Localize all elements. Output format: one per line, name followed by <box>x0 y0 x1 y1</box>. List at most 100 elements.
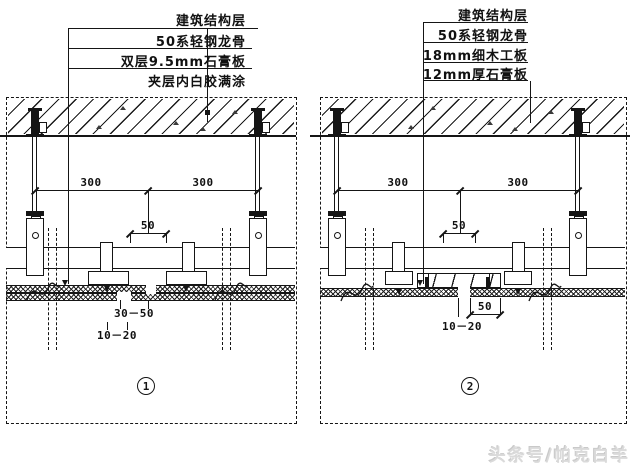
concrete-mark <box>232 110 238 114</box>
concrete-mark <box>173 121 179 125</box>
dim-label-300-left: 300 <box>387 176 409 189</box>
callout-structure-layer: 建筑结构层 <box>457 9 528 24</box>
anchor-hook <box>341 122 349 133</box>
screw-mark <box>515 289 521 295</box>
callout-white-glue: 夹层内白胶满涂 <box>147 75 246 90</box>
break-line-squiggle <box>214 282 248 301</box>
dashed-centerline <box>222 228 223 350</box>
anchor-cap <box>571 108 585 111</box>
anchor-cap <box>28 108 42 111</box>
callout-underline <box>68 68 252 70</box>
extension-line <box>127 322 129 330</box>
structure-leader-line <box>207 29 209 122</box>
furring-channel-foot <box>504 271 532 285</box>
extension-line <box>475 233 477 243</box>
concrete-mark <box>120 106 126 110</box>
screw-mark <box>396 289 402 295</box>
break-line-squiggle <box>26 282 60 301</box>
concrete-mark <box>548 110 554 114</box>
hanger-bracket <box>569 218 587 276</box>
hanger-bracket <box>26 218 44 276</box>
dim-label-300-left: 300 <box>80 176 102 189</box>
callout-steel-keel: 50系轻钢龙骨 <box>155 35 246 50</box>
hanger-assembly <box>23 106 47 278</box>
dashed-centerline <box>365 228 366 350</box>
dim-label-10-20: 10－20 <box>97 329 137 342</box>
dimension-line-50 <box>130 233 166 235</box>
extension-line <box>166 233 168 243</box>
slab-soffit-line <box>310 134 630 137</box>
furring-channel-stem <box>392 242 405 273</box>
slab-soffit-line <box>0 134 296 137</box>
dashed-centerline <box>373 228 374 350</box>
callout-underline <box>68 28 258 30</box>
structure-leader-line <box>530 81 532 123</box>
leader-arrow <box>62 280 68 286</box>
dim-label-300-right: 300 <box>192 176 214 189</box>
callout-gypsum-board: 双层9.5mm石膏板 <box>120 55 246 70</box>
anchor-washer <box>26 133 44 136</box>
hanger-bracket <box>249 218 267 276</box>
expansion-anchor <box>574 110 582 134</box>
hanger-rod <box>255 136 260 213</box>
break-line-squiggle <box>528 283 562 302</box>
callout-underline <box>68 48 252 50</box>
gypsum-face-layer <box>320 288 625 297</box>
callout-gypsum-board: 12mm厚石膏板 <box>422 68 528 83</box>
expansion-anchor <box>31 110 39 134</box>
anchor-hook <box>39 122 47 133</box>
bracket-hole <box>333 232 341 239</box>
callout-blockboard: 18mm细木工板 <box>422 49 528 64</box>
dim-label-50: 50 <box>451 219 467 232</box>
dashed-centerline <box>48 228 49 350</box>
extension-line <box>458 298 460 317</box>
extension-line <box>130 233 132 243</box>
break-line-squiggle <box>340 283 374 302</box>
concrete-mark <box>200 127 206 131</box>
hanger-assembly <box>246 106 270 278</box>
anchor-hook <box>262 122 270 133</box>
adjusting-nut <box>26 211 44 216</box>
dim-label-50-offset: 50 <box>477 300 493 313</box>
adjusting-nut <box>249 211 267 216</box>
adjusting-nut <box>569 211 587 216</box>
concrete-slab-hatch <box>8 99 294 134</box>
dimension-line-50 <box>443 233 475 235</box>
anchor-cap <box>251 108 265 111</box>
furring-channel-foot <box>385 271 413 285</box>
anchor-cap <box>330 108 344 111</box>
callout-steel-keel: 50系轻钢龙骨 <box>437 29 528 44</box>
leader-dot <box>204 110 210 115</box>
concrete-mark <box>487 121 493 125</box>
screw-mark <box>183 286 189 292</box>
hanger-bracket <box>328 218 346 276</box>
face-layer-joint-gap <box>458 287 470 298</box>
furring-channel-stem <box>182 242 195 273</box>
extension-line <box>500 298 502 315</box>
dashed-centerline <box>56 228 57 350</box>
anchor-washer <box>569 133 587 136</box>
hanger-rod <box>32 136 37 213</box>
dim-label-30-50: 30－50 <box>114 307 154 320</box>
furring-channel-stem <box>512 242 525 273</box>
adjusting-nut <box>328 211 346 216</box>
extension-line <box>148 300 150 309</box>
dashed-centerline <box>551 228 552 350</box>
furring-channel-foot <box>166 271 207 285</box>
expansion-anchor <box>254 110 262 134</box>
watermark: 头条号/帕克白羊 <box>488 446 630 466</box>
concrete-mark <box>430 106 436 110</box>
screw-mark <box>486 277 489 287</box>
extension-line <box>443 233 445 243</box>
callout-underline <box>423 42 528 44</box>
blockboard-divider <box>428 274 430 287</box>
blockboard-divider <box>489 274 491 287</box>
hanger-rod <box>334 136 339 213</box>
bracket-hole <box>574 232 582 239</box>
furring-channel-foot <box>88 271 129 285</box>
extension-line <box>470 298 472 315</box>
dim-label-10-20: 10－20 <box>442 320 482 333</box>
callout-underline <box>423 22 528 24</box>
screw-mark <box>425 277 428 287</box>
